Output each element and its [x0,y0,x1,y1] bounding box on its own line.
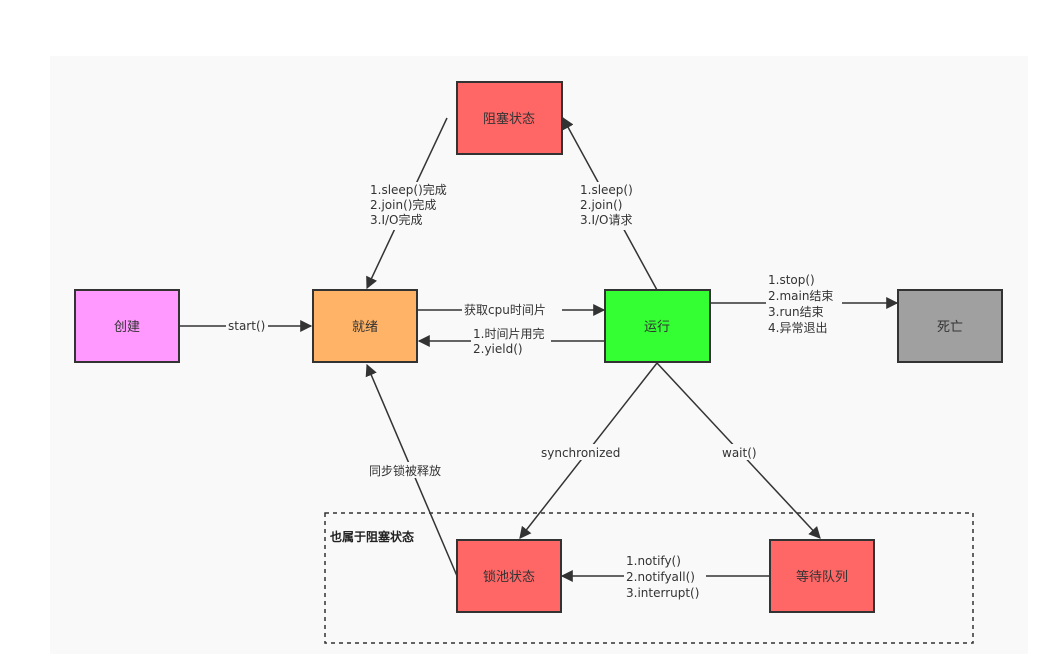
edge-label-back-to-ready-2: 2.yield() [473,342,523,356]
edge-label-to-dead-3: 3.run结束 [768,305,824,319]
node-ready: 就绪 [312,289,418,363]
node-wait-queue: 等待队列 [769,539,875,613]
node-lock-pool: 锁池状态 [456,539,562,613]
edge-label-blocked-to-ready-1: 1.sleep()完成 [370,182,447,197]
node-dead-label: 死亡 [937,320,963,335]
edge-label-to-dead-2: 2.main结束 [768,289,833,303]
edge-label-to-blocked-2: 2.join() [580,198,622,212]
node-created-label: 创建 [114,320,140,335]
edge-label-to-blocked-1: 1.sleep() [580,183,633,197]
node-wait-queue-label: 等待队列 [796,569,848,585]
blocked-region-boundary [324,512,974,644]
edge-label-get-cpu: 获取cpu时间片 [464,303,546,317]
node-blocked: 阻塞状态 [456,81,563,155]
edge-label-lock-released: 同步锁被释放 [369,463,441,478]
edge-label-start: start() [228,319,265,333]
node-lock-pool-label: 锁池状态 [483,569,535,585]
node-ready-label: 就绪 [352,320,378,335]
edge-label-blocked-to-ready-2: 2.join()完成 [370,197,436,212]
edge-label-wait: wait() [722,446,757,460]
edge-label-notify-1: 1.notify() [626,554,681,568]
edge-label-to-dead-4: 4.异常退出 [768,321,827,335]
node-blocked-label: 阻塞状态 [483,111,535,127]
edge-label-synchronized: synchronized [541,446,620,460]
node-running-label: 运行 [644,320,670,335]
edge-label-notify-2: 2.notifyall() [626,570,695,584]
node-created: 创建 [74,289,180,363]
edge-label-to-dead-1: 1.stop() [768,273,815,287]
node-dead: 死亡 [897,289,1003,363]
edge-label-back-to-ready-1: 1.时间片用完 [473,326,544,341]
edge-label-blocked-to-ready-3: 3.I/O完成 [370,212,422,227]
node-running: 运行 [604,289,711,363]
edge-label-notify-3: 3.interrupt() [626,586,699,600]
edge-label-to-blocked-3: 3.I/O请求 [580,213,632,227]
blocked-region-label: 也属于阻塞状态 [330,529,414,544]
